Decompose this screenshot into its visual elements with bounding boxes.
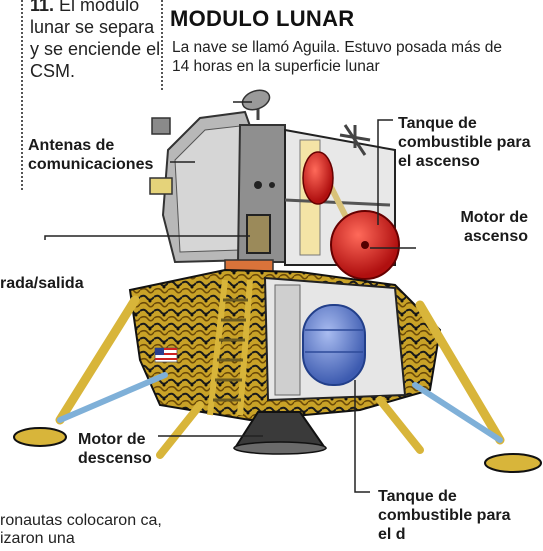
label-antennas: Antenas de comunicaciones	[28, 137, 154, 173]
ladder	[207, 279, 253, 416]
step-text: El módulo lunar se separa y se enciende …	[30, 0, 161, 81]
us-flag	[154, 347, 178, 363]
ascent-fuel-tank	[302, 151, 334, 205]
landing-legs	[55, 295, 505, 459]
label-descent-engine: Motor de descenso	[78, 431, 152, 467]
divider-center	[161, 0, 163, 90]
divider-left	[21, 0, 23, 190]
footpad-right	[484, 453, 542, 473]
page-title: MODULO LUNAR	[170, 6, 355, 31]
label-ascent-tank: Tanque de combustible para el ascenso	[398, 115, 531, 170]
page-subtitle: La nave se llamó Aguila. Estuvo posada m…	[172, 39, 503, 75]
step-description: 11. El módulo lunar se separa y se encie…	[30, 0, 165, 82]
rcs-thruster-left	[149, 117, 173, 195]
label-hatch: rada/salida	[0, 275, 84, 292]
descent-fuel-tank	[302, 304, 366, 386]
label-ascent-engine: Motor de ascenso	[460, 209, 528, 245]
antenna-rod	[339, 124, 371, 156]
body-text-fragment: ronautas colocaron ca, izaron una	[0, 512, 162, 547]
footpad-left	[13, 427, 67, 447]
label-descent-tank: Tanque de combustible para el d	[378, 488, 511, 543]
antenna-dish	[241, 89, 271, 120]
leader-lines	[44, 101, 416, 493]
step-number: 11.	[30, 0, 55, 15]
